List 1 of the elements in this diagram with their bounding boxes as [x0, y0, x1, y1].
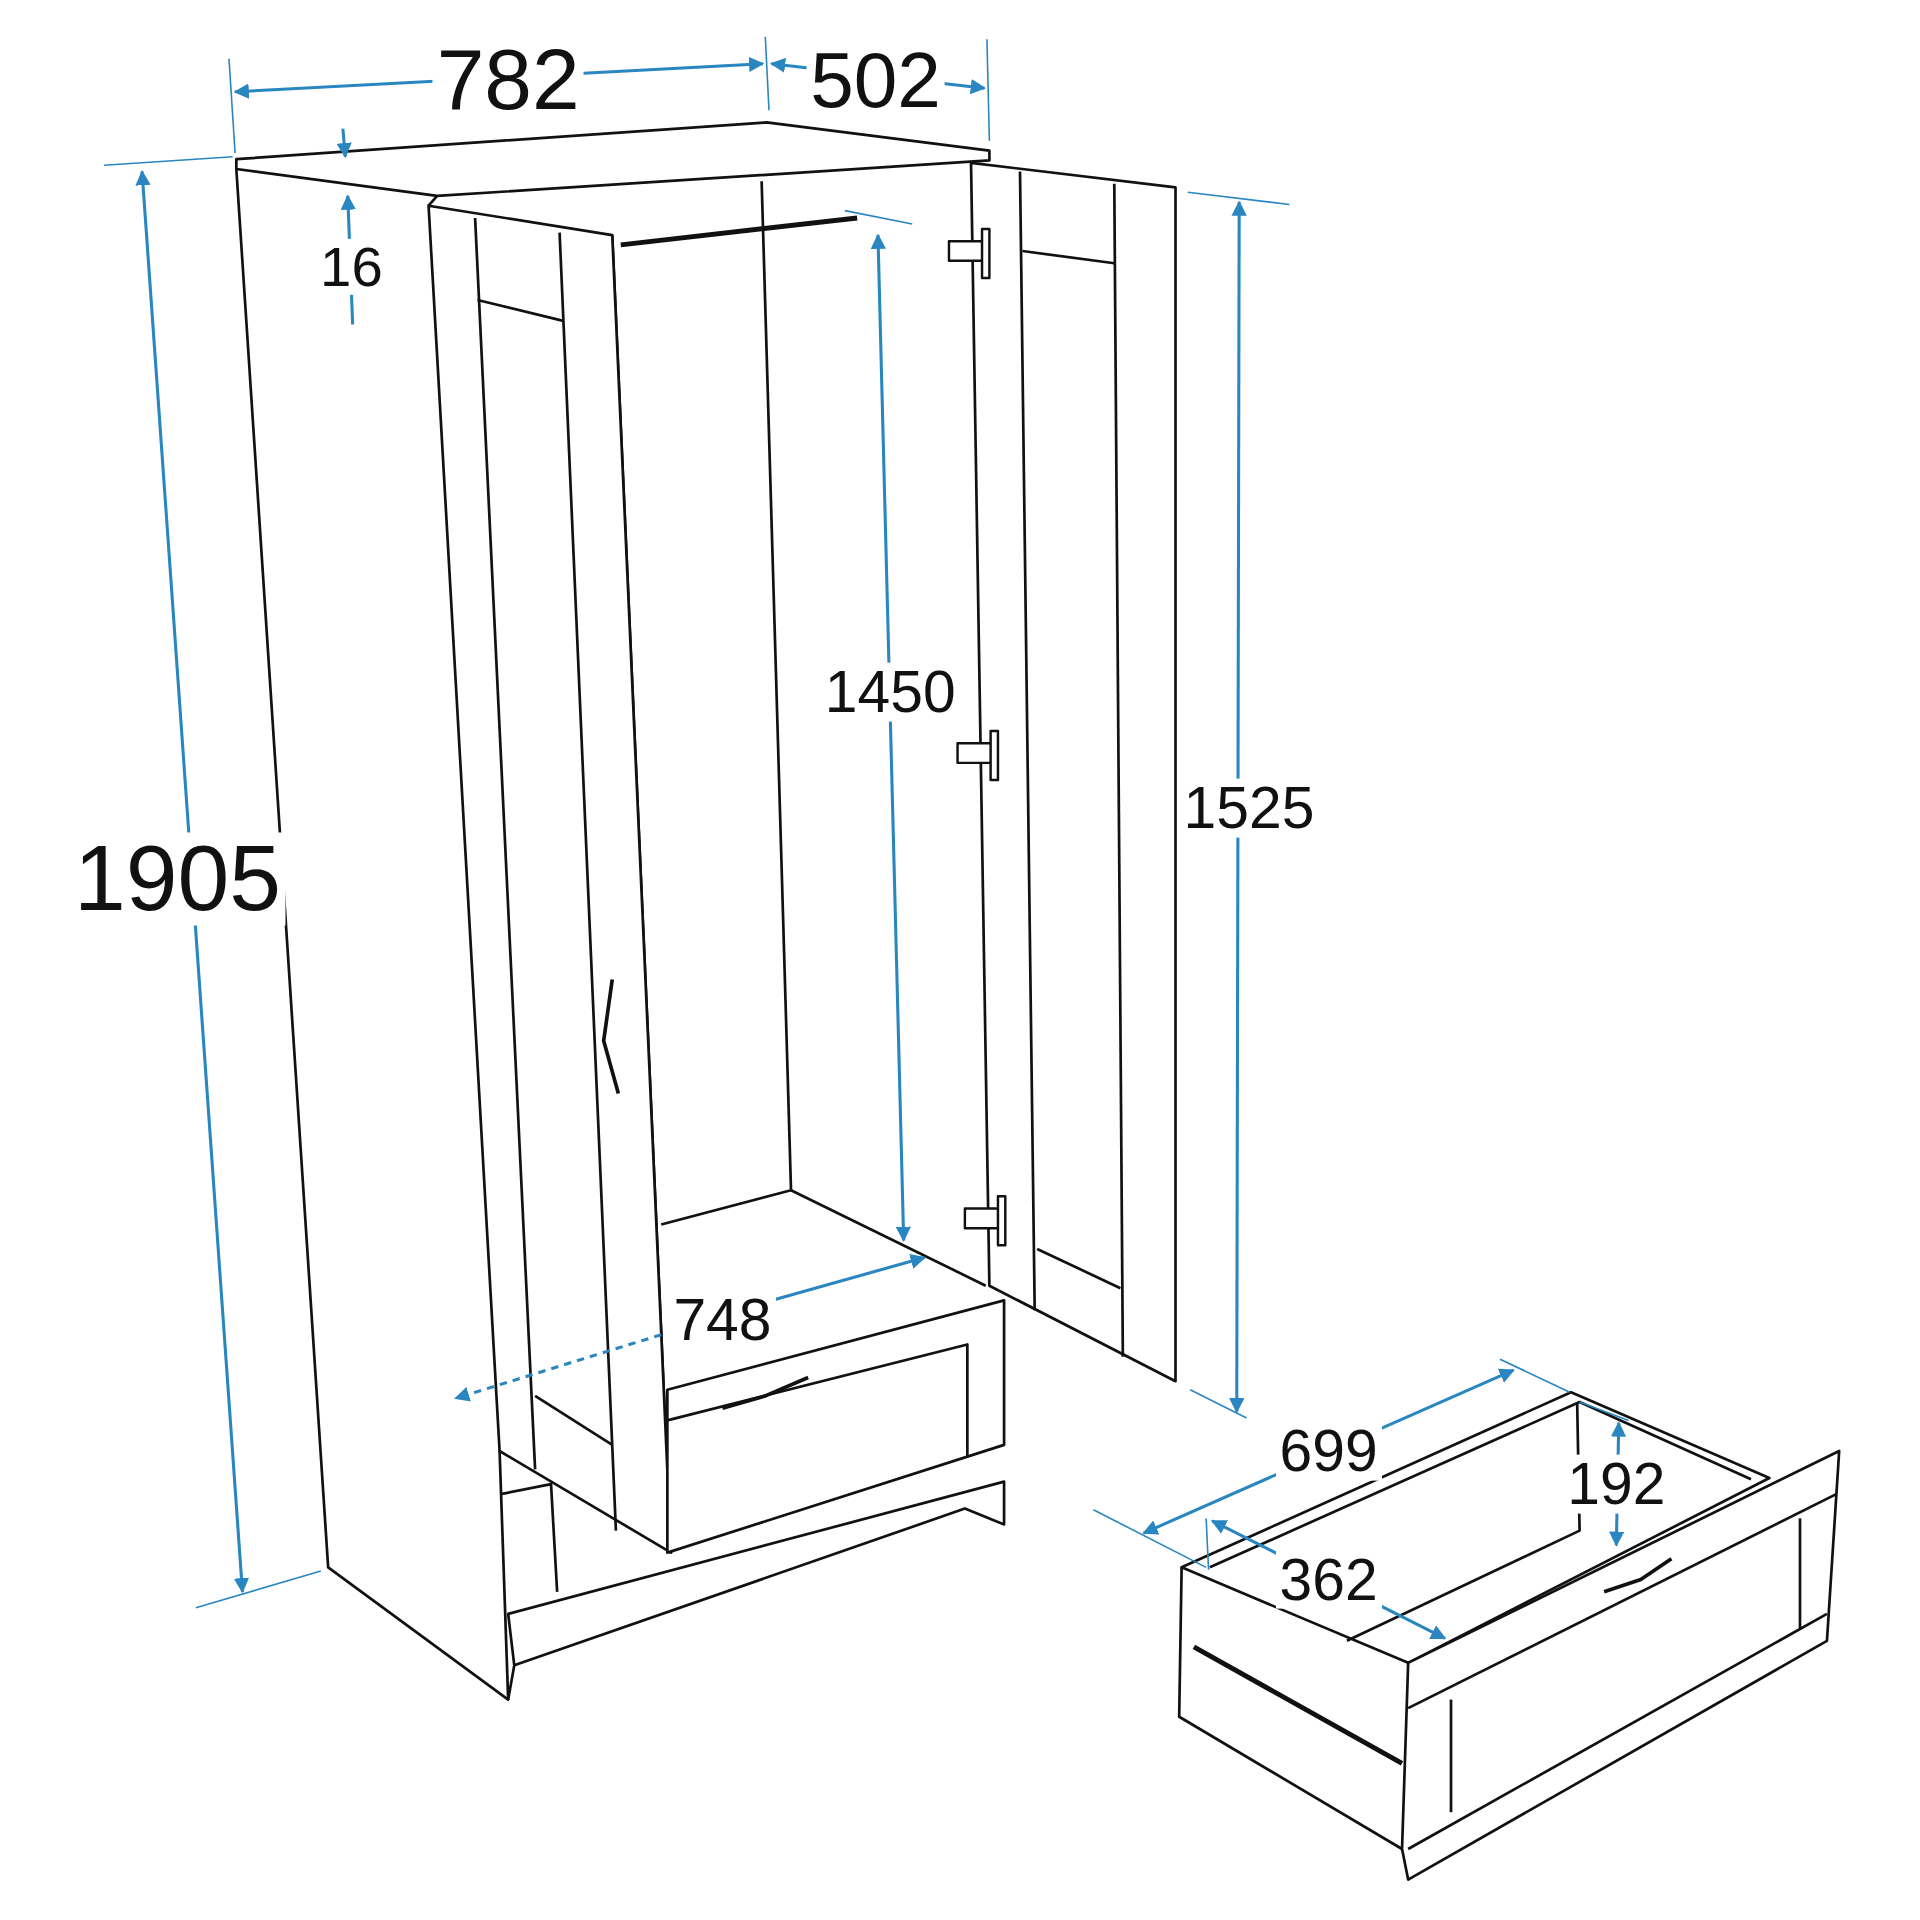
dimension-label: 362 [1275, 1550, 1382, 1609]
